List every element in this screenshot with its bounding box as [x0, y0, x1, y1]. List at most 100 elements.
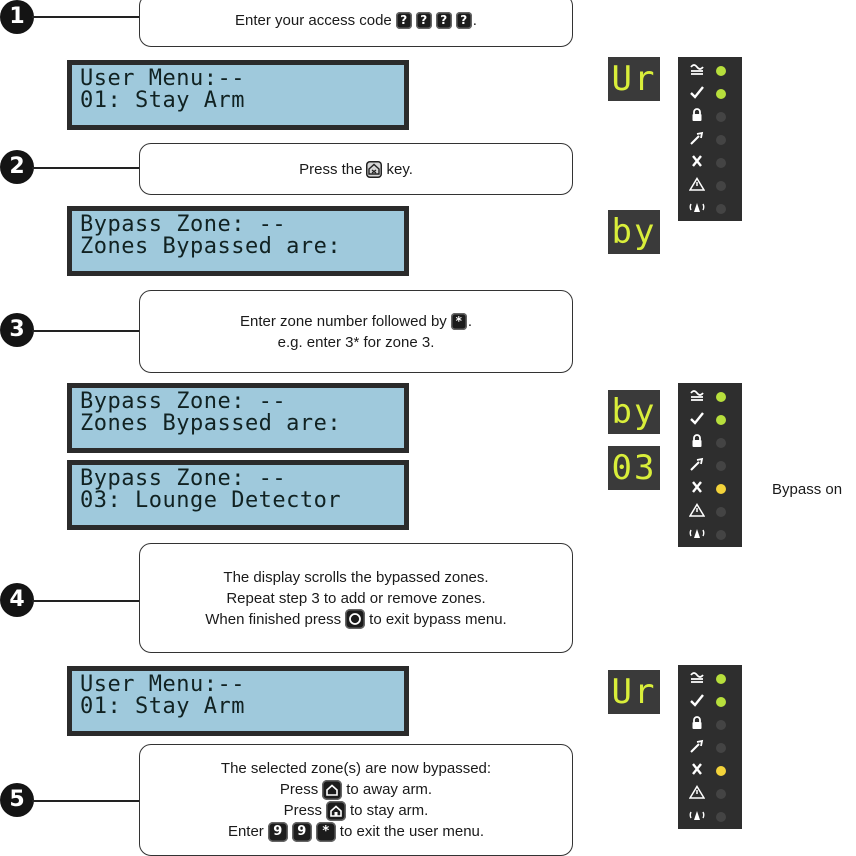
code-key: ?: [415, 12, 432, 29]
lcd-line-2: 01: Stay Arm: [80, 88, 245, 113]
exit-key-icon: [345, 609, 366, 629]
step-5-line-4: Enter: [227, 823, 264, 840]
step-1-callout: Enter your access code ? ? ? ? .: [139, 0, 573, 47]
led-row: [678, 107, 742, 129]
step-3-period: .: [467, 312, 472, 330]
ready-check-icon: [688, 693, 706, 711]
lcd-line-1: User Menu:--: [80, 672, 245, 697]
step-3-callout: Enter zone number followed by * . e.g. e…: [139, 290, 573, 373]
led-row: [678, 807, 742, 829]
led-row: [678, 738, 742, 760]
step-5-connector: [32, 800, 140, 802]
status-led: [716, 697, 726, 707]
led-row: [678, 692, 742, 714]
lcd-line-2: Zones Bypassed are:: [80, 411, 342, 436]
step-5-line-2-end: to away arm.: [346, 781, 433, 798]
status-led: [716, 484, 726, 494]
step-5-line-2: Press: [279, 781, 319, 798]
led-row: [678, 387, 742, 409]
lcd-line-1: Bypass Zone: --: [80, 466, 287, 491]
power-icon: [688, 670, 706, 688]
alarm-siren-icon: [688, 200, 706, 218]
seven-segment-display: 03: [608, 446, 660, 490]
stay-arm-key-icon: [325, 800, 346, 821]
seven-segment-display: Ur: [608, 670, 660, 714]
ready-check-icon: [688, 411, 706, 429]
step-4-line-3: When finished press: [205, 610, 342, 628]
status-led: [716, 135, 726, 145]
armed-lock-icon: [688, 716, 706, 734]
bypass-x-icon: [688, 762, 706, 780]
nine-key-icon: 9: [267, 821, 288, 842]
star-key-icon: *: [450, 312, 467, 330]
step-1-period: .: [472, 12, 477, 29]
lcd-line-2: Zones Bypassed are:: [80, 234, 342, 259]
lcd-line-1: User Menu:--: [80, 66, 245, 91]
lcd-display: Bypass Zone: -- 03: Lounge Detector: [67, 460, 409, 530]
status-led: [716, 181, 726, 191]
status-led: [716, 789, 726, 799]
status-led: [716, 392, 726, 402]
led-row: [678, 525, 742, 547]
power-icon: [688, 62, 706, 80]
step-4-number: 4: [0, 583, 34, 617]
step-2-number: 2: [0, 150, 34, 184]
led-row: [678, 502, 742, 524]
step-4-line-2: Repeat step 3 to add or remove zones.: [226, 589, 486, 607]
lcd-display: User Menu:-- 01: Stay Arm: [67, 60, 409, 130]
status-led: [716, 766, 726, 776]
step-5-line-3-end: to stay arm.: [349, 802, 429, 819]
step-3-example: e.g. enter 3* for zone 3.: [277, 333, 435, 351]
step-5-line-4-end: to exit the user menu.: [339, 823, 485, 840]
step-4-callout: The display scrolls the bypassed zones. …: [139, 543, 573, 653]
step-3-connector: [32, 330, 140, 332]
led-row: [678, 715, 742, 737]
ready-check-icon: [688, 85, 706, 103]
led-row: [678, 84, 742, 106]
led-row: [678, 61, 742, 83]
code-key: ?: [455, 12, 472, 29]
status-led: [716, 204, 726, 214]
led-status-panel: [678, 665, 742, 829]
step-5-number: 5: [0, 783, 34, 817]
lcd-line-2: 03: Lounge Detector: [80, 488, 342, 513]
lcd-display: Bypass Zone: -- Zones Bypassed are:: [67, 206, 409, 276]
led-row: [678, 479, 742, 501]
status-led: [716, 674, 726, 684]
led-row: [678, 784, 742, 806]
status-led: [716, 112, 726, 122]
step-5-line-3: Press: [283, 802, 322, 819]
status-led: [716, 438, 726, 448]
seven-segment-display: by: [608, 210, 660, 254]
step-2-text-end: key.: [386, 160, 413, 178]
status-led: [716, 461, 726, 471]
lcd-line-1: Bypass Zone: --: [80, 212, 287, 237]
status-led: [716, 507, 726, 517]
alarm-siren-icon: [688, 808, 706, 826]
step-1-text: Enter your access code: [235, 12, 392, 29]
led-row: [678, 433, 742, 455]
tamper-tool-icon: [688, 131, 706, 149]
led-row: [678, 199, 742, 221]
led-status-panel: [678, 383, 742, 547]
step-4-connector: [32, 600, 140, 602]
fault-warning-icon: [688, 785, 706, 803]
status-led: [716, 89, 726, 99]
nine-key-icon: 9: [291, 821, 312, 842]
lcd-line-2: 01: Stay Arm: [80, 694, 245, 719]
status-led: [716, 158, 726, 168]
tamper-tool-icon: [688, 739, 706, 757]
led-row: [678, 130, 742, 152]
armed-lock-icon: [688, 434, 706, 452]
status-led: [716, 415, 726, 425]
lcd-display: Bypass Zone: -- Zones Bypassed are:: [67, 383, 409, 453]
seven-segment-display: Ur: [608, 57, 660, 101]
alarm-siren-icon: [688, 526, 706, 544]
step-3-number: 3: [0, 313, 34, 347]
step-4-line-3-end: to exit bypass menu.: [369, 610, 507, 628]
tamper-tool-icon: [688, 457, 706, 475]
status-led: [716, 720, 726, 730]
step-2-callout: Press the key.: [139, 143, 573, 195]
bypass-x-icon: [688, 154, 706, 172]
seven-segment-display: by: [608, 390, 660, 434]
